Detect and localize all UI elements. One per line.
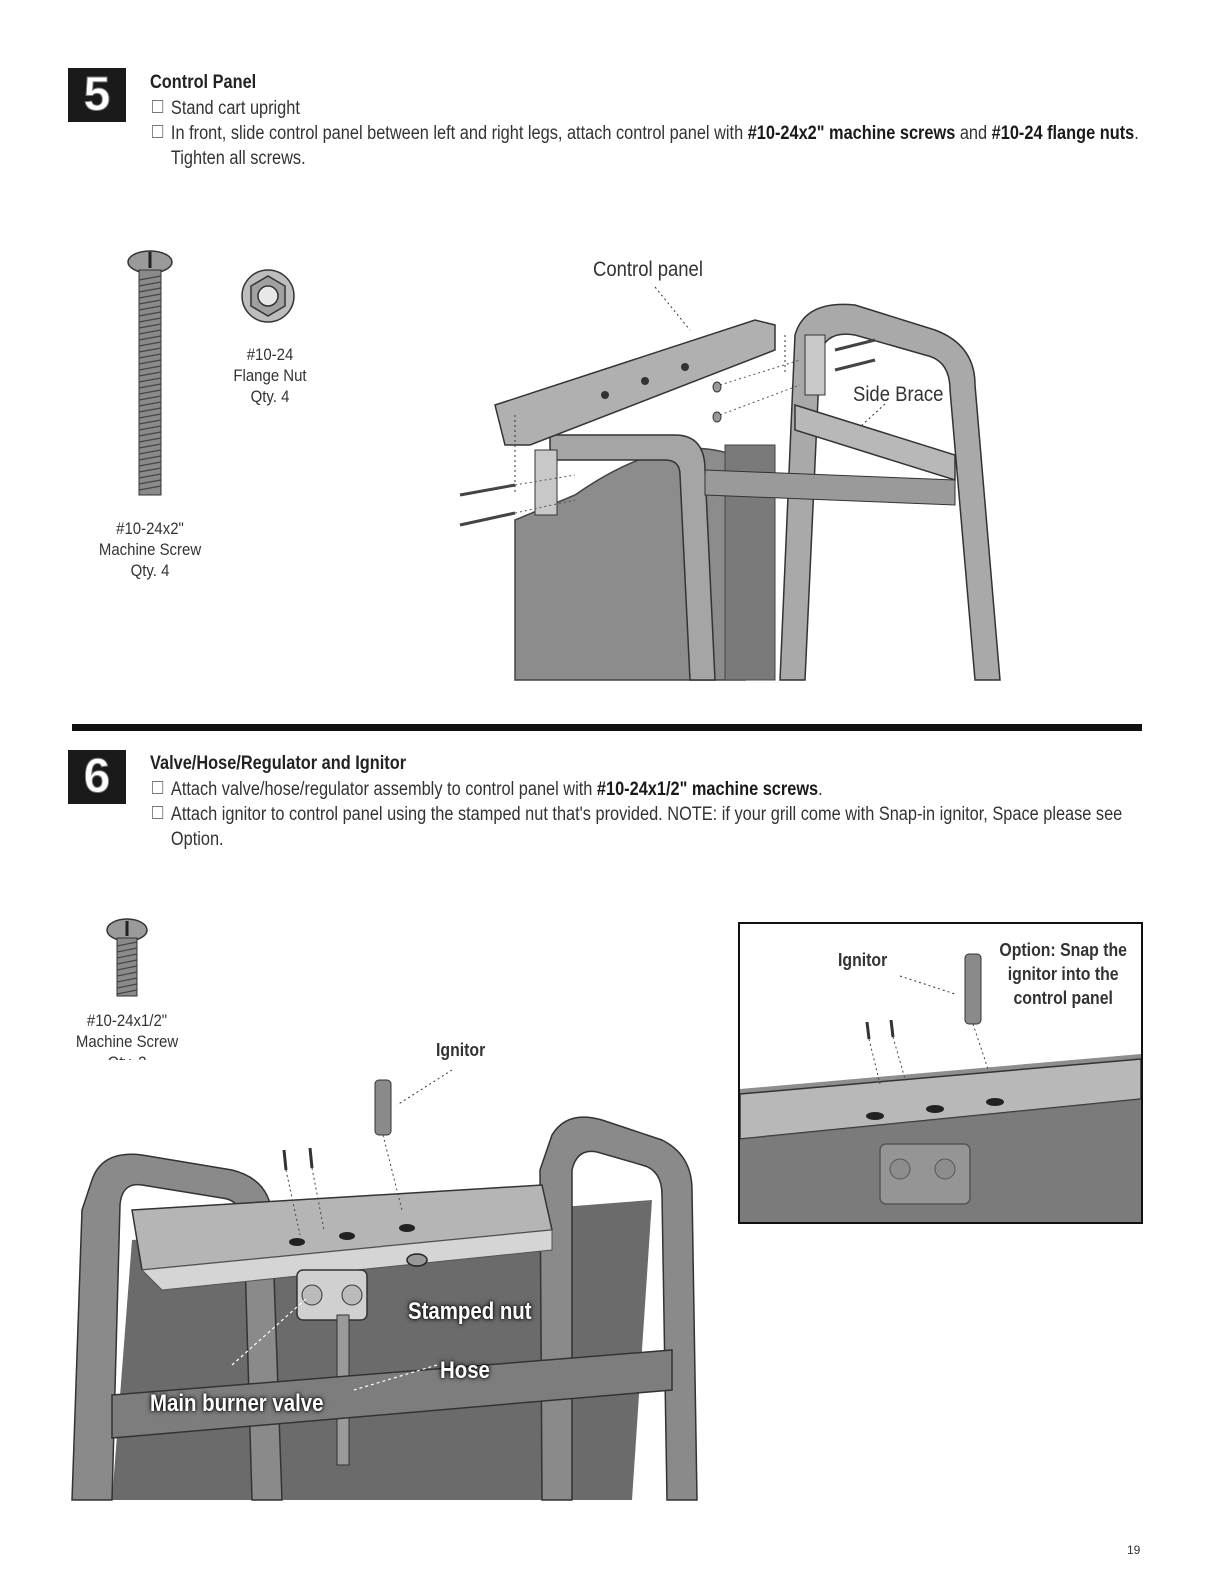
machine-screw-name: Machine Screw bbox=[98, 540, 202, 559]
ignitor-label: Ignitor bbox=[436, 1040, 486, 1060]
hose-label: Hose bbox=[440, 1357, 490, 1384]
step-6-bullet-1-post: . bbox=[818, 779, 823, 800]
inset-ignitor-label: Ignitor bbox=[838, 950, 888, 970]
step-5-bullet-2-bold-1: #10-24x2" machine screws bbox=[747, 123, 956, 144]
side-brace-label: Side Brace bbox=[853, 383, 944, 406]
control-panel-label: Control panel bbox=[593, 258, 703, 281]
step-5-bullet-2: In front, slide control panel between le… bbox=[152, 121, 1160, 171]
flange-nut-size: #10-24 bbox=[246, 345, 294, 364]
checkbox-icon bbox=[152, 781, 164, 794]
snap-ignitor-option-inset: Ignitor Option: Snap the ignitor into th… bbox=[738, 922, 1143, 1224]
flange-nut-name: Flange Nut bbox=[233, 366, 307, 385]
inset-option-text: Option: Snap the ignitor into the contro… bbox=[999, 940, 1127, 1008]
step-6-bullet-1-bold: #10-24x1/2" machine screws bbox=[596, 779, 819, 800]
step-6-bullet-2-text: Attach ignitor to control panel using th… bbox=[170, 804, 1123, 850]
control-panel-pointer bbox=[654, 286, 691, 331]
inset-panel-illustration bbox=[740, 953, 1141, 1222]
checkbox-icon bbox=[152, 806, 164, 819]
step-5-bullet-2-bold-2: #10-24 flange nuts bbox=[991, 123, 1135, 144]
checkbox-icon bbox=[152, 125, 164, 138]
short-screw-size: #10-24x1/2" bbox=[86, 1011, 168, 1030]
step-6-title: Valve/Hose/Regulator and Ignitor bbox=[150, 753, 407, 774]
step-5-number: 5 bbox=[83, 68, 111, 121]
machine-screw-qty: Qty. 4 bbox=[130, 561, 170, 580]
step-6-bullet-2: Attach ignitor to control panel using th… bbox=[152, 802, 1143, 852]
short-screw-name: Machine Screw bbox=[75, 1032, 179, 1051]
section-divider bbox=[72, 724, 1142, 731]
cart-control-panel-illustration bbox=[459, 303, 1001, 681]
stamped-nut-label: Stamped nut bbox=[408, 1298, 532, 1325]
step-5-bullet-1: Stand cart upright bbox=[152, 96, 1141, 121]
flange-nut-icon bbox=[241, 269, 295, 323]
step-5-badge: 5 bbox=[68, 68, 126, 122]
machine-screw-icon bbox=[127, 250, 173, 496]
step-6-badge: 6 bbox=[68, 750, 126, 804]
machine-screw-size: #10-24x2" bbox=[116, 519, 184, 538]
short-machine-screw-icon bbox=[106, 918, 148, 997]
step-6-bullet-1-pre: Attach valve/hose/regulator assembly to … bbox=[170, 779, 597, 800]
valve-ignitor-illustration bbox=[71, 1060, 700, 1501]
step-6-number: 6 bbox=[83, 750, 111, 803]
flange-nut-caption: #10-24 Flange Nut Qty. 4 bbox=[200, 344, 341, 407]
step-5-bullet-2-pre: In front, slide control panel between le… bbox=[170, 123, 748, 144]
side-brace-pointer bbox=[859, 403, 886, 428]
flange-nut-qty: Qty. 4 bbox=[250, 387, 290, 406]
main-burner-valve-label: Main burner valve bbox=[150, 1390, 324, 1417]
step-6-bullet-1: Attach valve/hose/regulator assembly to … bbox=[152, 777, 1141, 802]
page-number: 19 bbox=[1127, 1543, 1141, 1557]
step-5-bullet-2-post: . Tighten all screws. bbox=[170, 123, 1139, 169]
machine-screw-caption: #10-24x2" Machine Screw Qty. 4 bbox=[80, 518, 221, 581]
step-5-title: Control Panel bbox=[150, 72, 257, 93]
step-5-bullet-2-mid: and bbox=[955, 123, 992, 144]
checkbox-icon bbox=[152, 100, 164, 113]
step-5-bullet-1-text: Stand cart upright bbox=[170, 98, 300, 119]
